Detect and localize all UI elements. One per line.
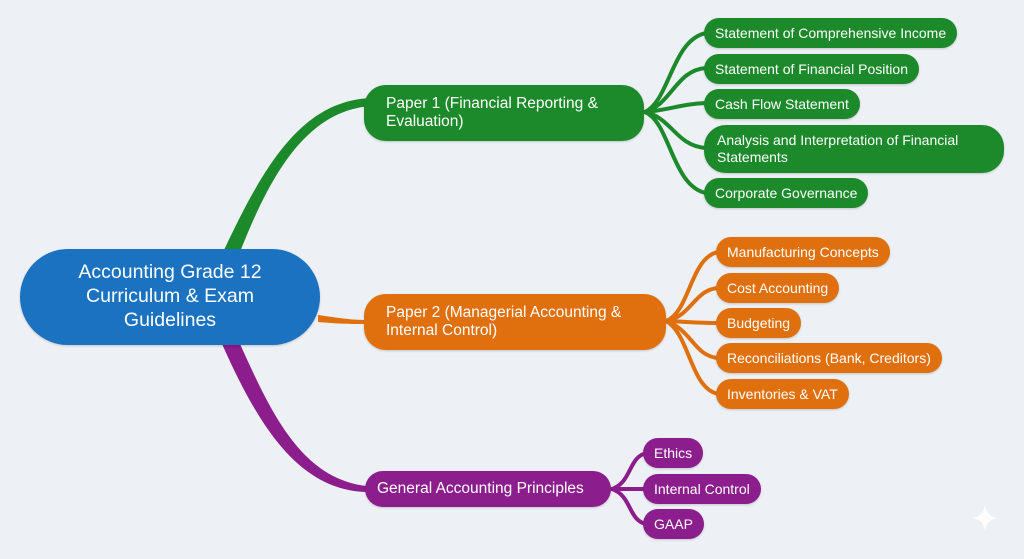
connector-root-paper1 [224, 98, 372, 252]
leaf-label: Internal Control [654, 480, 750, 497]
connector-root-paper2 [318, 315, 368, 324]
connector-paper2-leaf [664, 286, 720, 323]
leaf-label: Ethics [654, 444, 693, 461]
leaf-analysis-and-interpretation[interactable]: Analysis and Interpretation of Financial… [704, 125, 1004, 173]
leaf-internal-control[interactable]: Internal Control [643, 474, 761, 504]
leaf-label: Manufacturing Concepts [727, 243, 879, 260]
leaf-label: Reconciliations (Bank, Creditors) [727, 349, 931, 366]
leaf-label: Analysis and Interpretation of Financial… [717, 132, 959, 165]
leaf-ethics[interactable]: Ethics [643, 438, 704, 468]
connector-paper1-leaf [643, 101, 708, 114]
leaf-cost-accounting[interactable]: Cost Accounting [716, 273, 840, 303]
connector-paper1-leaf [643, 110, 708, 195]
branch-paper2-label: Paper 2 (Managerial Accounting & Interna… [386, 303, 622, 339]
branch-general[interactable]: General Accounting Principles [365, 471, 611, 507]
leaf-statement-of-comprehensive-income[interactable]: Statement of Comprehensive Income [704, 18, 958, 48]
sparkle-icon [971, 504, 999, 532]
connectors-paper2 [664, 250, 720, 396]
branch-general-label: General Accounting Principles [377, 479, 584, 497]
connector-root-general [222, 344, 366, 492]
connector-paper1-leaf [643, 31, 708, 114]
leaf-cash-flow-statement[interactable]: Cash Flow Statement [704, 89, 860, 119]
branch-paper2[interactable]: Paper 2 (Managerial Accounting & Interna… [364, 294, 666, 350]
connector-paper1-leaf [643, 66, 708, 114]
leaf-corporate-governance[interactable]: Corporate Governance [704, 178, 869, 208]
leaf-gaap[interactable]: GAAP [643, 509, 704, 539]
branch-paper1[interactable]: Paper 1 (Financial Reporting & Evaluatio… [364, 85, 644, 141]
root-node[interactable]: Accounting Grade 12 Curriculum & Exam Gu… [20, 249, 320, 345]
connectors-general [610, 451, 648, 526]
root-node-label: Accounting Grade 12 Curriculum & Exam Gu… [78, 261, 262, 331]
leaf-label: Budgeting [727, 314, 791, 331]
leaf-label: GAAP [654, 515, 693, 532]
connector-general-leaf [610, 487, 648, 526]
leaf-inventories-vat[interactable]: Inventories & VAT [716, 379, 849, 409]
connector-general-leaf [610, 451, 648, 491]
leaf-label: Statement of Financial Position [715, 60, 908, 77]
leaf-label: Inventories & VAT [727, 385, 838, 402]
leaf-reconciliations[interactable]: Reconciliations (Bank, Creditors) [716, 343, 942, 373]
leaf-label: Cash Flow Statement [715, 95, 849, 112]
leaf-manufacturing-concepts[interactable]: Manufacturing Concepts [716, 237, 890, 267]
leaf-label: Corporate Governance [715, 184, 858, 201]
leaf-budgeting[interactable]: Budgeting [716, 308, 802, 338]
leaf-statement-of-financial-position[interactable]: Statement of Financial Position [704, 54, 919, 84]
connector-paper2-leaf [664, 319, 720, 396]
leaf-label: Statement of Comprehensive Income [715, 24, 947, 41]
connectors-paper1 [643, 31, 708, 195]
connector-paper2-leaf [664, 250, 720, 323]
leaf-label: Cost Accounting [727, 279, 829, 296]
branch-paper1-label: Paper 1 (Financial Reporting & Evaluatio… [386, 94, 598, 130]
